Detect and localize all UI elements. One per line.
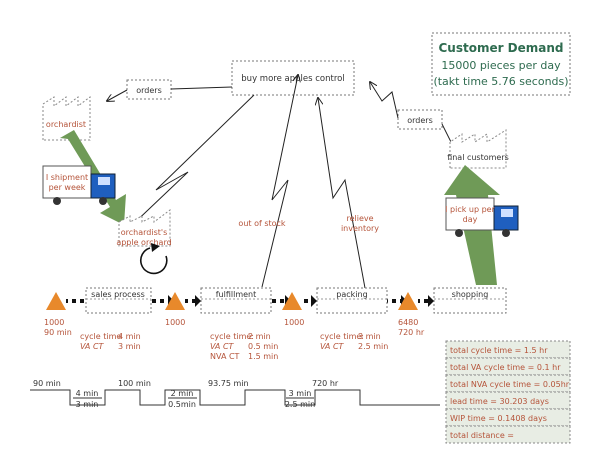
inventory-triangle-4 bbox=[398, 292, 418, 310]
relieve-label: relieve bbox=[346, 214, 373, 223]
circular-arrow-icon bbox=[140, 243, 168, 275]
timeline-cycle-2-top: 2 min bbox=[171, 389, 194, 398]
svg-text:fulfillment: fulfillment bbox=[216, 290, 257, 299]
metrics-table: total cycle time = 1.5 hr total VA cycle… bbox=[445, 340, 571, 444]
final-customers-factory-icon: final customers bbox=[447, 129, 509, 169]
metric-total-cycle-time: total cycle time = 1.5 hr bbox=[450, 346, 548, 355]
customer-demand-title: Customer Demand bbox=[438, 41, 563, 55]
svg-text:VA CT: VA CT bbox=[80, 342, 105, 351]
inventory-4-qty: 6480 bbox=[398, 318, 418, 327]
svg-text:VA CT: VA CT bbox=[210, 342, 235, 351]
orders-box-right: orders bbox=[397, 109, 443, 130]
inventory-4-time: 720 hr bbox=[398, 328, 425, 337]
production-control-label: buy more apples control bbox=[241, 74, 344, 84]
process-packing: packing bbox=[316, 287, 388, 314]
customer-demand-takt: (takt time 5.76 seconds) bbox=[433, 75, 568, 88]
truck-icon-left: I shipment per week bbox=[42, 165, 116, 205]
metric-total-nva-cycle-time: total NVA cycle time = 0.05hr bbox=[450, 380, 570, 389]
customer-demand-box: Customer Demand 15000 pieces per day (ta… bbox=[431, 32, 571, 96]
timeline: 90 min 100 min 93.75 min 720 hr 4 min 3 … bbox=[30, 379, 440, 409]
svg-text:4 min: 4 min bbox=[118, 332, 141, 341]
inventory-3-qty: 1000 bbox=[284, 318, 304, 327]
svg-text:VA CT: VA CT bbox=[320, 342, 345, 351]
svg-text:orders: orders bbox=[136, 86, 162, 95]
svg-text:2 min: 2 min bbox=[248, 332, 271, 341]
metric-total-va-cycle-time: total VA cycle time = 0.1 hr bbox=[450, 363, 561, 372]
inventory-triangle-1 bbox=[46, 292, 66, 310]
timeline-cycle-2-bottom: 0.5min bbox=[168, 400, 196, 409]
customer-demand-rate: 15000 pieces per day bbox=[441, 59, 561, 72]
inventory-1-qty: 1000 bbox=[44, 318, 64, 327]
svg-text:orchardist's: orchardist's bbox=[121, 228, 168, 237]
svg-text:packing: packing bbox=[336, 290, 367, 299]
svg-text:1.5 min: 1.5 min bbox=[248, 352, 278, 361]
metric-wip-time: WIP time = 0.1408 days bbox=[450, 414, 547, 423]
timeline-wait-1: 90 min bbox=[33, 379, 61, 388]
orchardist-factory-icon: orchardist bbox=[42, 96, 91, 141]
timeline-cycle-3-bottom: 2.5 min bbox=[285, 400, 315, 409]
fulfillment-process-data: cycle time: 2 min VA CT 0.5 min NVA CT 1… bbox=[210, 332, 278, 361]
metric-lead-time: lead time = 30.203 days bbox=[450, 397, 549, 406]
process-sales: sales process bbox=[85, 287, 152, 314]
svg-text:day: day bbox=[463, 215, 478, 224]
inventory-1-time: 90 min bbox=[44, 328, 72, 337]
metric-total-distance: total distance = bbox=[450, 431, 514, 440]
process-shopping: shopping bbox=[433, 287, 507, 314]
info-flow-lines bbox=[107, 75, 455, 289]
out-of-stock-label: out of stock bbox=[238, 219, 285, 228]
svg-text:sales process: sales process bbox=[91, 290, 145, 299]
timeline-wait-2: 100 min bbox=[118, 379, 151, 388]
orchard-factory-icon: orchardist's apple orchard bbox=[116, 209, 172, 247]
svg-text:0.5 min: 0.5 min bbox=[248, 342, 278, 351]
orchardist-label: orchardist bbox=[46, 120, 86, 129]
inventory-triangle-2 bbox=[165, 292, 185, 310]
svg-text:3 min: 3 min bbox=[118, 342, 141, 351]
svg-text:shopping: shopping bbox=[452, 290, 489, 299]
svg-text:apple orchard: apple orchard bbox=[116, 238, 171, 247]
inventory-label: inventory bbox=[341, 224, 379, 233]
timeline-wait-3: 93.75 min bbox=[208, 379, 249, 388]
production-control-box: buy more apples control bbox=[231, 60, 355, 96]
sales-process-data: cycle time 4 min VA CT 3 min bbox=[80, 332, 141, 351]
svg-text:orders: orders bbox=[407, 116, 433, 125]
truck-icon-right: I pick up per day bbox=[445, 197, 519, 237]
svg-text:per week: per week bbox=[49, 183, 86, 192]
final-customers-label: final customers bbox=[447, 153, 509, 162]
inventory-triangle-3 bbox=[282, 292, 302, 310]
orders-box-left: orders bbox=[126, 79, 172, 100]
svg-text:2.5 min: 2.5 min bbox=[358, 342, 388, 351]
svg-text:I pick up per: I pick up per bbox=[445, 205, 495, 214]
svg-text:cycle time: cycle time bbox=[80, 332, 121, 341]
timeline-cycle-1-bottom: 3 min bbox=[76, 400, 99, 409]
svg-text:I shipment: I shipment bbox=[46, 173, 88, 182]
process-fulfillment: fulfillment bbox=[200, 287, 272, 314]
timeline-wait-4: 720 hr bbox=[312, 379, 339, 388]
timeline-cycle-3-top: 3 min bbox=[289, 389, 312, 398]
svg-text:cycle time:: cycle time: bbox=[210, 332, 254, 341]
packing-process-data: cycle time: 3 min VA CT 2.5 min bbox=[320, 332, 388, 351]
svg-text:3 min: 3 min bbox=[358, 332, 381, 341]
timeline-cycle-1-top: 4 min bbox=[76, 389, 99, 398]
inventory-2-qty: 1000 bbox=[165, 318, 185, 327]
svg-text:NVA CT: NVA CT bbox=[210, 352, 240, 361]
svg-text:cycle time:: cycle time: bbox=[320, 332, 364, 341]
